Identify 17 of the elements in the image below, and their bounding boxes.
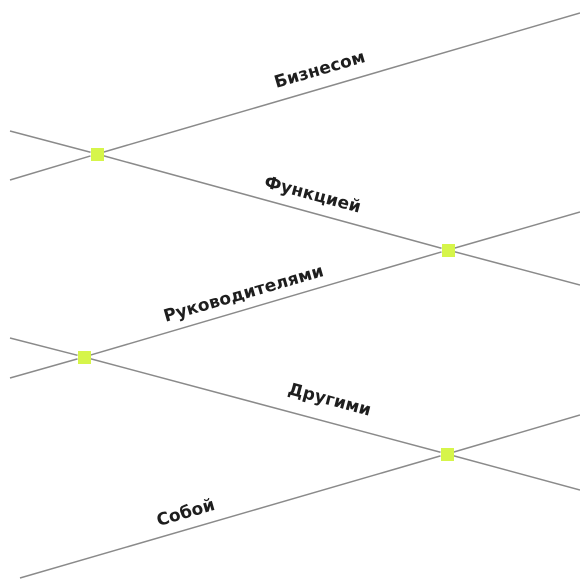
line (453, 455, 580, 491)
square-marker (440, 448, 454, 460)
line (20, 455, 441, 579)
line (90, 358, 441, 453)
line (103, 155, 442, 249)
line (10, 155, 91, 181)
line (90, 251, 442, 356)
line (10, 358, 78, 379)
square-marker (442, 244, 454, 256)
line (454, 211, 580, 249)
line (454, 251, 580, 286)
line (10, 130, 91, 153)
square-marker (78, 350, 90, 364)
line (10, 337, 78, 356)
line (453, 414, 580, 453)
line (103, 12, 580, 153)
square-marker (90, 148, 104, 160)
